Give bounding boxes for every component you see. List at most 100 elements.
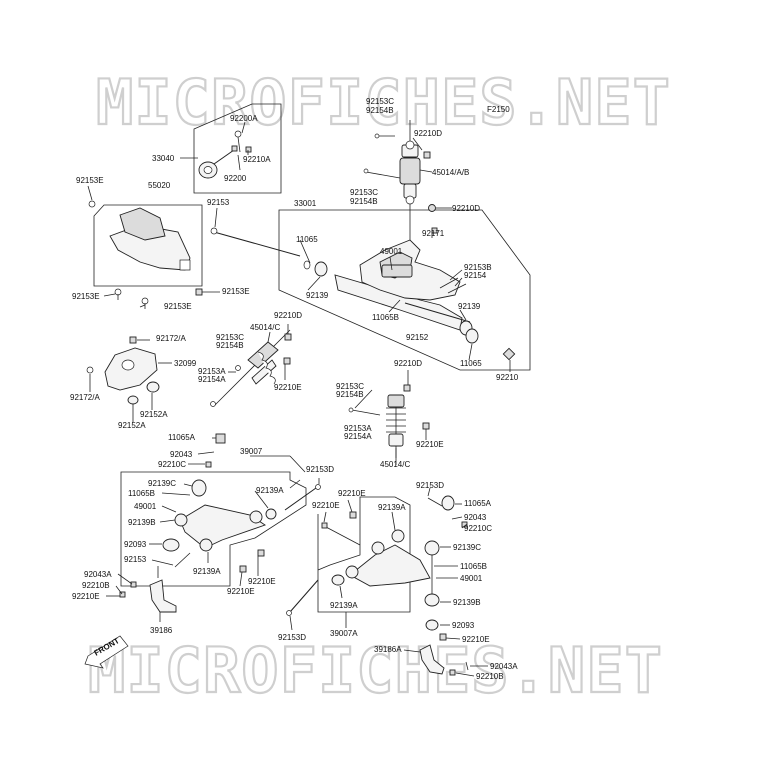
callout-39007: 39007	[240, 447, 263, 456]
callout-92153d-a: 92153D	[306, 465, 334, 474]
callout-92210e-c2: 92210E	[312, 501, 340, 510]
callout-92139a-r: 92139A	[330, 601, 358, 610]
callout-92210e-r2: 92210E	[462, 635, 490, 644]
callout-92154b-b: 92154B	[350, 197, 378, 206]
callout-92043a-l: 92043A	[84, 570, 112, 579]
callout-92200a: 92200A	[230, 114, 258, 123]
callout-92153e-4: 92153E	[222, 287, 250, 296]
callout-92210e-c: 92210E	[338, 489, 366, 498]
callout-92154b-top: 92154B	[366, 106, 394, 115]
callout-45014c-l: 45014/C	[250, 323, 280, 332]
callout-49001-r: 49001	[460, 574, 483, 583]
callout-33040: 33040	[152, 154, 175, 163]
callout-32099: 32099	[174, 359, 197, 368]
callout-92210c-r: 92210C	[464, 524, 492, 533]
a-arm-left	[162, 433, 321, 573]
callout-11065b-a: 11065B	[372, 313, 399, 322]
callout-92043a-r: 92043A	[490, 662, 518, 671]
callout-92139b-l: 92139B	[128, 518, 156, 527]
callout-39186: 39186	[150, 626, 173, 635]
callout-92172a-1: 92172/A	[156, 334, 186, 343]
callout-92210e-l4: 92210E	[72, 592, 100, 601]
callout-92153e-2: 92153E	[72, 292, 100, 301]
knuckle-left	[119, 566, 177, 613]
leader-lines	[87, 121, 511, 677]
frame-33040	[193, 103, 282, 194]
callout-92153a-r: 92153A	[344, 424, 372, 433]
frame-55020	[93, 204, 203, 287]
rear-shock-top	[399, 120, 421, 300]
callout-92210e-r: 92210E	[416, 440, 444, 449]
callout-92153c-top: 92153C	[366, 97, 394, 106]
callout-92154a-l: 92154A	[198, 375, 226, 384]
callout-49001-a: 49001	[380, 247, 403, 256]
callout-92139c-l: 92139C	[148, 479, 176, 488]
callout-92210a: 92210A	[243, 155, 271, 164]
callout-92152a-1: 92152A	[140, 410, 168, 419]
callout-49001-l: 49001	[134, 502, 157, 511]
callout-92210e-l2: 92210E	[248, 577, 276, 586]
callout-92139c-r: 92139C	[453, 543, 481, 552]
callout-92153-l: 92153	[124, 555, 147, 564]
callout-labels: 92153C92154B92210D45014/A/B92153C92154B9…	[70, 97, 519, 681]
knuckle-right	[419, 619, 469, 676]
callout-92200: 92200	[224, 174, 247, 183]
callout-45014ab: 45014/A/B	[432, 168, 469, 177]
callout-39186a: 39186A	[374, 645, 402, 654]
frame-39007a	[317, 496, 411, 613]
callout-92153c-b: 92153C	[350, 188, 378, 197]
callout-92153a-l: 92153A	[198, 367, 226, 376]
callout-92153-rod: 92153	[207, 198, 230, 207]
fasteners-top	[363, 133, 436, 212]
callout-92153e-3: 92153E	[164, 302, 192, 311]
callout-92154: 92154	[464, 271, 487, 280]
callout-55020: 55020	[148, 181, 171, 190]
callout-92139-a: 92139	[306, 291, 329, 300]
callout-92210b-r: 92210B	[476, 672, 504, 681]
callout-92210c-l: 92210C	[158, 460, 186, 469]
link-33040	[198, 130, 252, 179]
figure-code: F2150	[487, 105, 510, 114]
callout-92093-r: 92093	[452, 621, 475, 630]
callout-11065b-r: 11065B	[460, 562, 487, 571]
frame-39007	[120, 471, 307, 587]
callout-92210e-l3: 92210E	[227, 587, 255, 596]
callout-92139-b: 92139	[458, 302, 481, 311]
callout-92210b-l: 92210B	[82, 581, 110, 590]
callout-92210d-r: 92210D	[394, 359, 422, 368]
callout-92093-l: 92093	[124, 540, 147, 549]
callout-92153c-l: 92153C	[216, 333, 244, 342]
swing-arm	[210, 227, 516, 361]
shock-left	[210, 329, 292, 407]
callout-92043-l: 92043	[170, 450, 193, 459]
callout-92139a-c: 92139A	[378, 503, 406, 512]
callout-45014c-r: 45014/C	[380, 460, 410, 469]
callout-92152a-2: 92152A	[118, 421, 146, 430]
callout-11065-b: 11065	[460, 359, 482, 368]
bracket-32099	[86, 336, 160, 405]
callout-11065a-l: 11065A	[168, 433, 196, 442]
callout-11065-a: 11065	[296, 235, 318, 244]
callout-92153e-1: 92153E	[76, 176, 104, 185]
callout-11065a-r: 11065A	[464, 499, 492, 508]
callout-92153c-r: 92153C	[336, 382, 364, 391]
callout-92043-r: 92043	[464, 513, 487, 522]
watermark-bottom: MICROFICHES.NET	[88, 634, 663, 707]
callout-92171: 92171	[422, 229, 445, 238]
callout-92210: 92210	[496, 373, 519, 382]
callout-92210d-mid: 92210D	[452, 204, 480, 213]
callout-92210d-l: 92210D	[274, 311, 302, 320]
frame-33001	[278, 209, 531, 371]
callout-92153d-c: 92153D	[278, 633, 306, 642]
callout-92210e-l: 92210E	[274, 383, 302, 392]
callout-92152: 92152	[406, 333, 429, 342]
guard-55020	[88, 200, 203, 309]
callout-92154b-r: 92154B	[336, 390, 364, 399]
callout-39007a: 39007A	[330, 629, 358, 638]
callout-92139a-l2: 92139A	[193, 567, 221, 576]
callout-92172a-2: 92172/A	[70, 393, 100, 402]
callout-33001: 33001	[294, 199, 317, 208]
callout-92153d-b: 92153D	[416, 481, 444, 490]
a-arm-right	[286, 495, 468, 616]
